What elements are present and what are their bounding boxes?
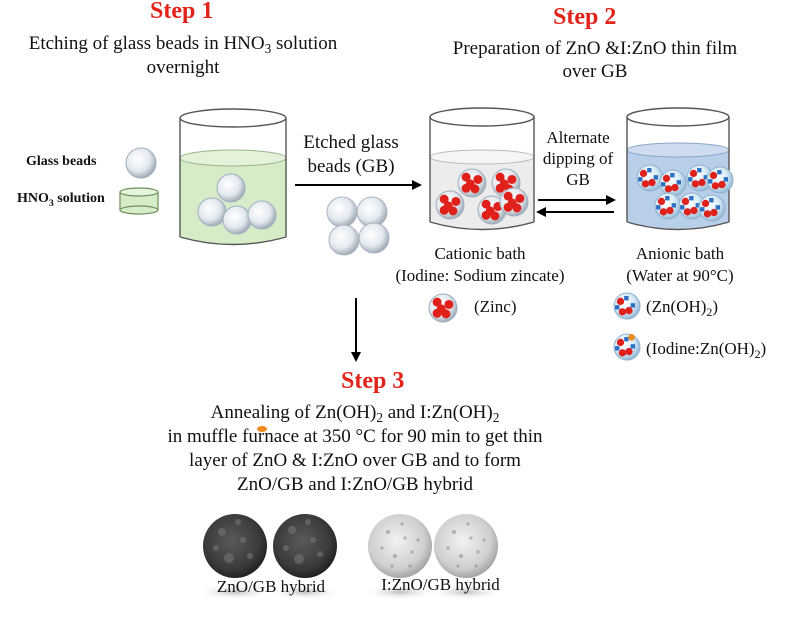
- step1-heading: Step 1: [150, 0, 214, 24]
- hydroxide-bead-icon: [686, 164, 714, 192]
- hno3-beaker-icon: [179, 108, 287, 246]
- hydroxide-bead-icon: [636, 164, 664, 192]
- alternate-label-line1: Alternate: [546, 128, 610, 147]
- hydroxide-beads-layer: [613, 164, 734, 361]
- step1-line1: Etching of glass beads in HNO3 solution: [28, 33, 338, 56]
- zinc-bead-icon: [457, 168, 487, 198]
- hydroxide-bead-icon: [678, 192, 706, 220]
- step3-line1: Annealing of Zn(OH)2 and I:Zn(OH)2: [210, 402, 500, 425]
- step2-line1: Preparation of ZnO &I:ZnO thin film: [452, 38, 738, 59]
- iodine-hydroxide-bead-icon: [613, 333, 641, 361]
- hydroxide-bead-icon: [659, 169, 687, 197]
- izno-hybrid-label: I:ZnO/GB hybrid: [381, 575, 500, 594]
- step3-line4: ZnO/GB and I:ZnO/GB hybrid: [237, 474, 473, 495]
- hydroxide-bead-icon: [706, 166, 734, 194]
- anionic-bath-sublabel: (Water at 90°C): [626, 266, 734, 285]
- zinc-bead-icon: [477, 195, 507, 225]
- step3-heading: Step 3: [341, 368, 405, 394]
- hydroxide-bead-icon: [654, 192, 682, 220]
- cationic-bath-label: Cationic bath: [434, 244, 526, 263]
- hno3-dish-icon: [119, 187, 159, 215]
- etched-beads-icon: [326, 196, 390, 256]
- zinc-bead-icon: [435, 190, 465, 220]
- alternate-label-line2: dipping of: [542, 149, 614, 168]
- step2-heading: Step 2: [553, 4, 617, 30]
- etched-label-line1: Etched glass: [303, 132, 399, 153]
- step3-line2: in muffle furnace at 350 °C for 90 min t…: [167, 426, 543, 447]
- hno3-solution-label: HNO3 solution: [17, 191, 105, 209]
- zinc-legend-label: (Zinc): [474, 297, 517, 316]
- hydroxide-bead-icon: [698, 194, 726, 222]
- iodine-znoh2-legend-label: (Iodine:Zn(OH)2): [646, 339, 767, 361]
- cationic-bath-sublabel: (Iodine: Sodium zincate): [395, 266, 565, 285]
- glass-bead-icon: [125, 147, 157, 179]
- zinc-bead-icon: [428, 293, 458, 323]
- zinc-beads-layer: [428, 168, 529, 323]
- hydroxide-bead-icon: [613, 292, 641, 320]
- zinc-bead-icon: [499, 187, 529, 217]
- step1-line2: overnight: [146, 57, 220, 78]
- step3-line3: layer of ZnO & I:ZnO over GB and to form: [189, 450, 521, 471]
- orange-mark: [257, 426, 267, 432]
- zno-hybrid-spheres: [197, 514, 343, 600]
- step2-line2: over GB: [562, 61, 628, 82]
- anionic-bath-label: Anionic bath: [635, 244, 725, 263]
- zno-hybrid-label: ZnO/GB hybrid: [216, 577, 326, 596]
- izno-hybrid-spheres: [362, 514, 504, 600]
- etched-label-line2: beads (GB): [307, 156, 395, 177]
- znoh2-legend-label: (Zn(OH)2): [646, 297, 719, 319]
- glass-beads-label: Glass beads: [26, 154, 97, 169]
- alternate-label-line3: GB: [566, 170, 590, 189]
